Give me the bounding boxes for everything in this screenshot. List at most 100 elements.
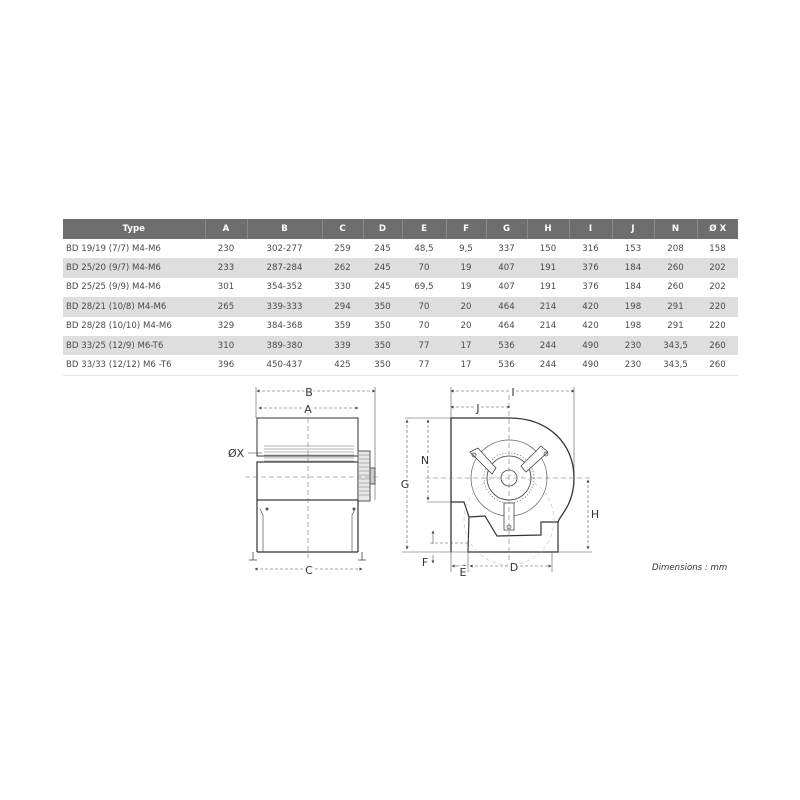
cell-value: 20 [446, 297, 486, 317]
cell-type: BD 25/25 (9/9) M4-M6 [63, 277, 205, 298]
cell-value: 245 [363, 239, 402, 259]
units-note: Dimensions : mm [652, 563, 728, 573]
dimension-label-c: C [305, 564, 313, 577]
cell-value: 343,5 [654, 355, 697, 376]
cell-value: 150 [527, 239, 569, 259]
cell-value: 202 [697, 258, 738, 278]
cell-value: 407 [486, 258, 527, 278]
cell-value: 48,5 [402, 239, 446, 259]
cell-value: 233 [205, 258, 247, 278]
header-i: I [569, 219, 613, 239]
cell-value: 425 [322, 355, 363, 376]
cell-value: 244 [527, 335, 569, 356]
technical-drawings: B A ØX C [228, 384, 601, 581]
dimension-label-e: E [460, 566, 467, 579]
cell-value: 329 [205, 316, 247, 336]
cell-value: 198 [612, 297, 654, 317]
cell-type: BD 33/33 (12/12) M6 -T6 [63, 355, 205, 376]
cell-value: 245 [363, 258, 402, 278]
cell-type: BD 25/20 (9/7) M4-M6 [63, 258, 205, 278]
dimension-label-h: H [591, 508, 599, 521]
cell-value: 69,5 [402, 277, 446, 298]
cell-value: 396 [205, 355, 247, 376]
cell-value: 420 [569, 316, 612, 336]
cell-value: 262 [322, 258, 363, 278]
cell-value: 214 [527, 316, 569, 336]
dimension-label-n: N [421, 454, 429, 467]
cell-value: 20 [446, 316, 486, 336]
dimension-label-j: J [475, 402, 479, 415]
cell-value: 536 [486, 335, 527, 356]
cell-value: 389-380 [247, 335, 322, 356]
cell-value: 301 [205, 277, 247, 298]
cell-value: 354-352 [247, 277, 322, 298]
cell-value: 330 [322, 277, 363, 298]
cell-value: 220 [697, 297, 738, 317]
cell-value: 287-284 [247, 258, 322, 278]
cell-value: 198 [612, 316, 654, 336]
cell-value: 490 [569, 355, 612, 376]
cell-value: 376 [569, 277, 612, 298]
cell-value: 294 [322, 297, 363, 317]
table-header-row: Type A B C D E F G H I J N Ø X [63, 219, 738, 239]
dimension-label-d: D [510, 561, 518, 574]
header-b: B [247, 219, 323, 239]
cell-value: 291 [654, 316, 697, 336]
cell-value: 343,5 [654, 335, 697, 356]
cell-value: 214 [527, 297, 569, 317]
cell-value: 70 [402, 258, 446, 278]
header-c: C [322, 219, 364, 239]
cell-value: 17 [446, 335, 486, 356]
header-j: J [612, 219, 655, 239]
cell-value: 310 [205, 335, 247, 356]
cell-value: 490 [569, 335, 612, 356]
cell-value: 77 [402, 335, 446, 356]
cell-value: 376 [569, 258, 612, 278]
cell-value: 302-277 [247, 239, 322, 259]
cell-value: 9,5 [446, 239, 486, 259]
cell-value: 536 [486, 355, 527, 376]
header-h: H [527, 219, 570, 239]
cell-type: BD 33/25 (12/9) M6-T6 [63, 335, 205, 356]
cell-value: 339-333 [247, 297, 322, 317]
header-n: N [654, 219, 698, 239]
cell-value: 70 [402, 297, 446, 317]
cell-value: 350 [363, 335, 402, 356]
cell-value: 245 [363, 277, 402, 298]
dimension-label-a: A [304, 403, 312, 416]
cell-value: 184 [612, 277, 654, 298]
header-type: Type [63, 219, 206, 239]
cell-value: 244 [527, 355, 569, 376]
front-view-drawing [245, 387, 378, 571]
cell-value: 208 [654, 239, 697, 259]
dimension-label-diameter-x: ØX [228, 447, 245, 460]
cell-value: 265 [205, 297, 247, 317]
cell-value: 359 [322, 316, 363, 336]
cell-value: 407 [486, 277, 527, 298]
header-diameter-x: Ø X [697, 219, 738, 239]
header-e: E [402, 219, 447, 239]
cell-value: 191 [527, 277, 569, 298]
cell-value: 230 [205, 239, 247, 259]
cell-value: 19 [446, 277, 486, 298]
cell-value: 19 [446, 258, 486, 278]
cell-value: 260 [654, 277, 697, 298]
cell-value: 259 [322, 239, 363, 259]
cell-value: 220 [697, 316, 738, 336]
cell-value: 17 [446, 355, 486, 376]
cell-value: 260 [654, 258, 697, 278]
header-g: G [486, 219, 528, 239]
cell-value: 191 [527, 258, 569, 278]
cell-value: 202 [697, 277, 738, 298]
cell-value: 339 [322, 335, 363, 356]
cell-value: 184 [612, 258, 654, 278]
dimension-label-b: B [305, 386, 313, 399]
cell-value: 464 [486, 316, 527, 336]
cell-type: BD 28/28 (10/10) M4-M6 [63, 316, 205, 336]
cell-value: 350 [363, 355, 402, 376]
